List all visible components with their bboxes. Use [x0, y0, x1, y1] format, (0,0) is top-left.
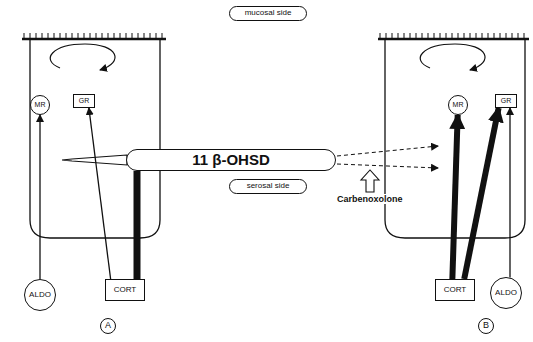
node-text: 11 β-OHSD [192, 152, 270, 169]
side-label: mucosal side [229, 6, 307, 21]
node-text: B [483, 321, 489, 331]
panel-letter: B [478, 318, 494, 334]
side-label: serosal side [229, 179, 307, 194]
hormone-circle: ALDO [24, 279, 56, 311]
hormone-flow [134, 171, 141, 279]
node-text: MR [35, 101, 46, 109]
node-text: serosal side [247, 182, 290, 191]
binding-arrow [509, 108, 510, 278]
hormone-box: CORT [105, 279, 145, 301]
hormone-flow [452, 115, 457, 279]
node-text: mucosal side [245, 9, 292, 18]
node-text: GR [79, 97, 90, 105]
binding-arrow [39, 115, 40, 279]
inhibitor-label: Carbenoxolone [336, 194, 404, 204]
node-text: GR [501, 97, 512, 105]
node-text: A [105, 321, 111, 331]
node-text: CORT [444, 286, 467, 295]
panel-letter: A [100, 318, 116, 334]
node-text: ALDO [29, 291, 51, 300]
node-text: MR [453, 101, 464, 109]
hormone-circle: ALDO [490, 277, 522, 309]
receptor-box: GR [73, 94, 95, 108]
receptor-box: GR [495, 94, 517, 108]
hormone-box: CORT [435, 279, 475, 301]
hormone-flow [464, 108, 498, 279]
receptor-circle: MR [448, 95, 468, 115]
receptor-circle: MR [30, 95, 50, 115]
binding-arrow [89, 108, 111, 279]
enzyme-tube: 11 β-OHSD [126, 149, 336, 171]
node-text: CORT [114, 286, 137, 295]
node-text: ALDO [495, 289, 517, 298]
